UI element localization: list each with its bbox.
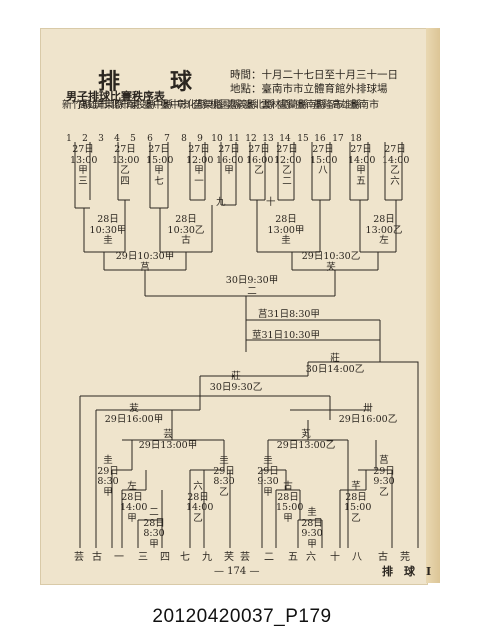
upper-final-text: 30日9:30甲 二 [225,275,279,297]
round1-game: 27日 14:00 甲 五 [348,144,376,187]
page-number: — 174 — [214,566,260,577]
lower-small-game: 二 28日 8:30 甲 [143,507,165,550]
bottom-label: 五 [288,552,298,563]
bottom-label: 芺 [224,552,234,563]
mark-nine: 九 [216,197,226,208]
page-spine-shadow [426,28,440,583]
schedule-subtitle: 男子排球比賽秩序表 [66,90,165,103]
lower-small-game: 莒 29日 9:30 乙 [373,455,395,498]
bottom-label: 六 [306,552,316,563]
lower-29-game: 卅 29日16:00乙 [338,403,398,425]
round1-game: 27日 16:00 乙 [246,144,274,176]
image-caption: 20120420037_P179 [152,606,332,627]
round3-game: 29日10:30乙 芺 [301,251,361,273]
team-number: 6 [147,134,153,144]
round2-game: 28日 10:30乙 古 [167,214,205,246]
team-number: 2 [82,134,88,144]
round1-game: 27日 14:00 乙 六 [382,144,410,187]
round2-game: 28日 10:30甲 圭 [89,214,127,246]
lower-small-game: 芊 28日 15:00 乙 [344,481,372,524]
lower-29-game: 苃 29日16:00甲 [104,403,164,425]
mid-game-2: 莖31日10:30甲 [252,330,320,341]
team-number: 3 [98,134,104,144]
bottom-label: 芸 [240,552,250,563]
time-line: 時間：十月二十七日至十月三十一日 [230,69,398,81]
lower-small-game: 圭 29日 9:30 甲 [257,455,279,498]
lower-29-game: 芸 29日13:00甲 [138,429,198,451]
mark-ten: 十 [266,197,276,208]
round1-game: 27日 13:00 乙 四 [112,144,140,187]
team-number: 11 [228,134,240,144]
lower-29-game: 芄 29日13:00乙 [276,429,336,451]
page-title: 排 球 [98,69,207,95]
round2-game: 28日 13:00乙 左 [365,214,403,246]
team-number: 18 [350,134,362,144]
team-number: 17 [332,134,344,144]
lower-small-game: 六 28日 14:00 乙 [186,481,214,524]
round1-game: 27日 12:00 甲 一 [186,144,214,187]
lower-30-game: 莊 30日9:30乙 [209,371,263,393]
place-line: 地點：臺南市市立體育館外排球場 [230,83,388,95]
lower-small-game: 圭 29日 8:30 甲 [97,455,119,498]
round1-game: 27日 15:00 八 [310,144,338,176]
team-number: 4 [114,134,120,144]
lower-small-game: 左 28日 14:00 甲 [120,481,148,524]
upper-final-game: 30日9:30甲 二 [212,275,292,297]
round1-game: 27日 16:00 甲 [216,144,244,176]
team-number: 8 [181,134,187,144]
team-number: 1 [66,134,72,144]
bottom-label: 一 [114,552,124,563]
team-number: 13 [262,134,274,144]
round3-game: 29日10:30甲 莒 [115,251,175,273]
team-number: 16 [314,134,326,144]
bottom-label: 四 [160,552,170,563]
bottom-label: 古 [92,552,102,563]
bottom-label: 七 [180,552,190,563]
round2-game: 28日 13:00甲 圭 [267,214,305,246]
book-page [40,28,428,585]
team-number: 7 [164,134,170,144]
team-number: 12 [245,134,257,144]
lower-small-game: 圭 28日 9:30 甲 [301,507,323,550]
bottom-label: 二 [264,552,274,563]
bottom-label: 三 [138,552,148,563]
team-number: 10 [211,134,223,144]
round1-game: 27日 15:00 甲 七 [146,144,174,187]
team-number: 9 [197,134,203,144]
round1-game: 27日 12:00 乙 二 [274,144,302,187]
team-number: 5 [130,134,136,144]
team-number: 15 [297,134,309,144]
running-head: 排 球 I [382,565,432,578]
bottom-label: 十 [330,552,340,563]
team-number: 14 [279,134,291,144]
mid-game-1: 莒31日8:30甲 [258,309,320,320]
lower-small-game: 圭 29日 8:30 乙 [213,455,235,498]
lower-top-game: 莊 30日14:00乙 [305,353,365,375]
bottom-label: 九 [202,552,212,563]
bottom-label: 芫 [400,552,410,563]
lower-small-game: 古 28日 15:00 甲 [276,481,304,524]
round1-game: 27日 13:00 甲 三 [70,144,98,187]
bottom-label: 芸 [74,552,84,563]
bottom-label: 古 [378,552,388,563]
bottom-label: 八 [352,552,362,563]
